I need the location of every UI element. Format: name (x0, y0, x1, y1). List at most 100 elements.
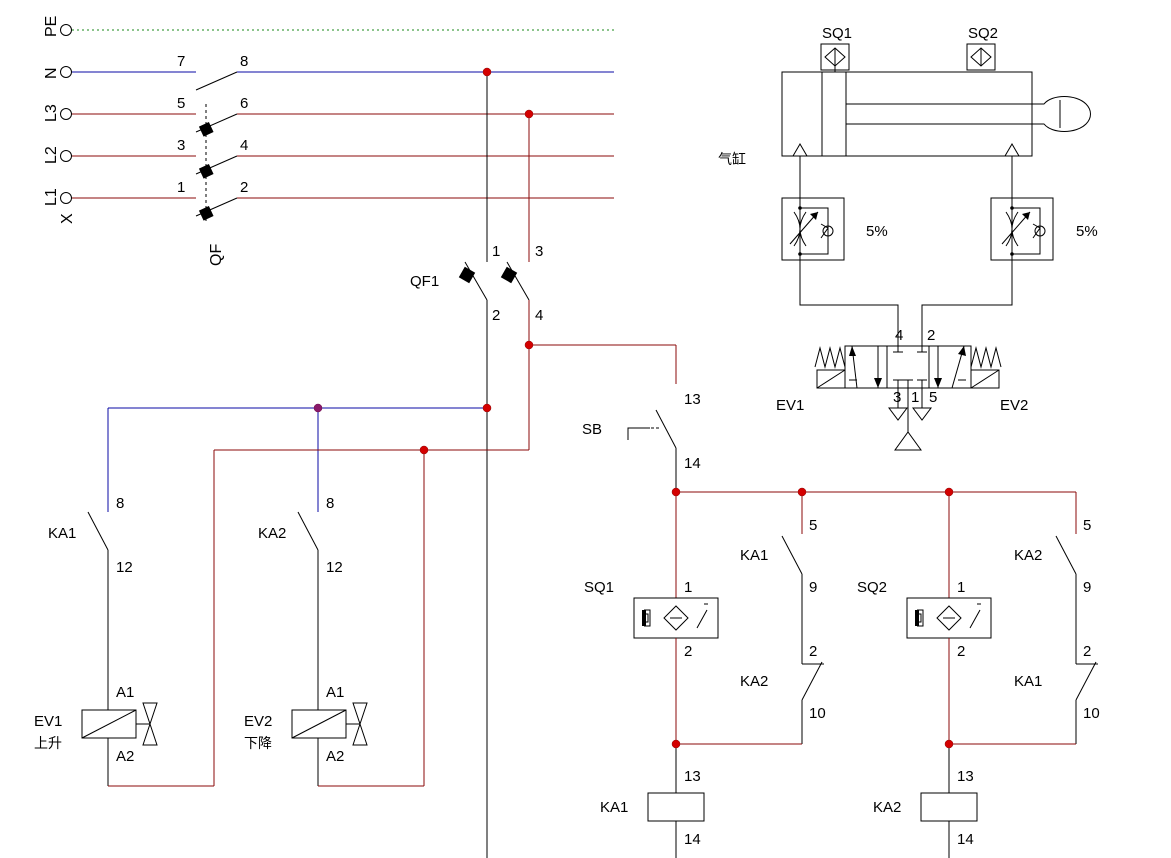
label-x: X (59, 213, 76, 224)
qf-t7: 7 (177, 53, 185, 70)
l3-terminal (60, 108, 72, 120)
c1-sq-t1: 1 (684, 579, 692, 596)
ev1-valve-icon (142, 702, 158, 746)
c2-coil (920, 792, 978, 822)
n-terminal (60, 66, 72, 78)
c1-t9: 9 (809, 579, 817, 596)
ev1-label: EV1 (34, 713, 62, 730)
c1-sq-label: SQ1 (584, 579, 614, 596)
dv-ev1-slash (816, 369, 846, 389)
qf1-label: QF1 (410, 273, 439, 290)
c2-ka2-contact (1055, 535, 1077, 575)
c2-ka1-contact (1075, 661, 1097, 701)
ev2-label: EV2 (244, 713, 272, 730)
c2-t9: 9 (1083, 579, 1091, 596)
dv-right-arrow-b (958, 346, 966, 356)
label-pe: PE (43, 16, 60, 37)
c1-t10: 10 (809, 705, 826, 722)
c2-ka2-label: KA2 (1014, 547, 1042, 564)
junction-l3 (524, 109, 534, 119)
ka2-contact-blade (297, 511, 319, 551)
ka1-label: KA1 (48, 525, 76, 542)
l2-terminal (60, 150, 72, 162)
qf-t5: 5 (177, 95, 185, 112)
c2-ka1-label: KA1 (1014, 673, 1042, 690)
pn-sq2-label: SQ2 (968, 25, 998, 42)
label-n: N (43, 67, 60, 79)
qf-t2: 2 (240, 179, 248, 196)
qf-t8: 8 (240, 53, 248, 70)
qf1-t1: 1 (492, 243, 500, 260)
l1-terminal (60, 192, 72, 204)
fv-left-restrict-a (793, 211, 801, 247)
pneumatic-circuit: SQ1 SQ2 气缸 5% 5% (718, 25, 1098, 451)
c1-t14: 14 (684, 831, 701, 848)
dv-left-spring-icon (814, 346, 846, 369)
qf-t6: 6 (240, 95, 248, 112)
junction-c1-hold (797, 487, 807, 497)
qf1-branch: QF1 1 3 2 4 (410, 72, 677, 858)
flow-left-label: 5% (866, 223, 888, 240)
exhaust-5-icon (912, 407, 932, 421)
pe-terminal (60, 24, 72, 36)
fv-left-arrow (789, 211, 819, 245)
ka2-t12: 12 (326, 559, 343, 576)
pipe-left-to-valve (799, 260, 899, 346)
c1-ka1-contact (781, 535, 803, 575)
qf-t1: 1 (177, 179, 185, 196)
pn-sq2-box (966, 43, 996, 71)
qf1-t4: 4 (535, 307, 543, 324)
dv-ev2-slash (970, 369, 1000, 389)
c1-ka2-contact (801, 661, 823, 701)
label-l2: L2 (43, 146, 60, 164)
port-left-icon (792, 143, 808, 157)
ka1-contact-blade (87, 511, 109, 551)
c1-ka2-label: KA2 (740, 673, 768, 690)
c2-sq-t2: 2 (957, 643, 965, 660)
supply-source-icon (894, 431, 922, 451)
junction-c2-merge (944, 739, 954, 749)
sq1-sensor-face (642, 610, 646, 626)
flow-valve-right (990, 197, 1054, 261)
ev1-coil-slash (81, 709, 137, 739)
dv-right-spring-icon (970, 346, 1002, 369)
junction-ka2-feed (313, 403, 323, 413)
pn-ev2-label: EV2 (1000, 397, 1028, 414)
flow-valve-left (781, 197, 845, 261)
sq2-diamond-icon (936, 605, 962, 631)
sb-contact-blade (655, 409, 677, 449)
solenoid-circuits: 8 12 KA1 8 12 KA2 A1 A2 EV1 上升 A1 A2 EV2… (34, 407, 529, 787)
ev2-coil-slash (291, 709, 347, 739)
port-5-label: 5 (929, 389, 937, 406)
dv-left-arrow-a (849, 346, 856, 356)
qf1-t3: 3 (535, 243, 543, 260)
junctions (313, 67, 954, 749)
dv-ev2-operator (970, 369, 1000, 389)
junction-control-feed (524, 340, 534, 350)
power-bus: PE N L3 L2 L1 X QF 7 8 5 6 3 4 1 2 (43, 16, 614, 266)
fv-right-restrict-a (1005, 211, 1013, 247)
c2-t13: 13 (957, 768, 974, 785)
c1-sq-t2: 2 (684, 643, 692, 660)
fv-right-restrict-b (1011, 211, 1019, 247)
dv-ev1-operator (816, 369, 846, 389)
cylinder-label: 气缸 (718, 151, 746, 168)
cylinder-body (781, 71, 1033, 157)
fv-right-node-bot (1010, 252, 1014, 256)
piston-rod (845, 103, 1033, 125)
fv-right-check-icon (1034, 225, 1046, 237)
fv-right-check-seat (1032, 223, 1041, 239)
dv-center-bottom (893, 379, 927, 388)
label-qf: QF (208, 244, 225, 266)
ev1-desc: 上升 (34, 736, 62, 752)
port-4-label: 4 (895, 327, 903, 344)
junction-neutral (482, 403, 492, 413)
qf1-t2: 2 (492, 307, 500, 324)
qf1-blade-2 (506, 261, 530, 301)
control-circuit: 13 14 SB 1 2 SQ1 5 KA1 9 2 KA2 10 (582, 391, 1100, 858)
ev1-a2: A2 (116, 748, 134, 765)
sq2-switch-icon (969, 603, 981, 629)
port-2-label: 2 (927, 327, 935, 344)
sb-actuator-icon (627, 427, 650, 440)
